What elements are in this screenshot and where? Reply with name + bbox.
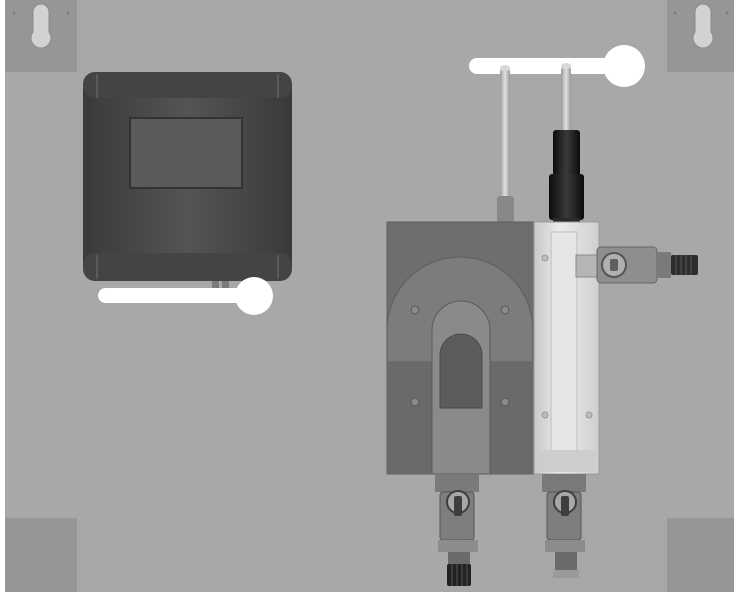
corner-pad-bottom-right [667,518,734,592]
inlet-valve-right [575,246,698,284]
keyhole-icon [30,3,52,49]
keyhole-icon [692,3,714,49]
pump-window [439,333,483,409]
controller-screen [129,117,243,189]
probe-light-right [561,63,571,132]
keyhole-mount-top-right [667,0,734,72]
corner-pad-bottom-left [5,518,77,592]
controller-unit [83,72,292,295]
outlet-valve-left [435,474,479,586]
keyhole-mount-top-left [5,0,77,72]
probe-light-left [497,65,514,224]
pump-housing [386,221,536,475]
outlet-valve-right [542,474,586,578]
callout-left [98,277,273,315]
probe-black [549,130,584,228]
